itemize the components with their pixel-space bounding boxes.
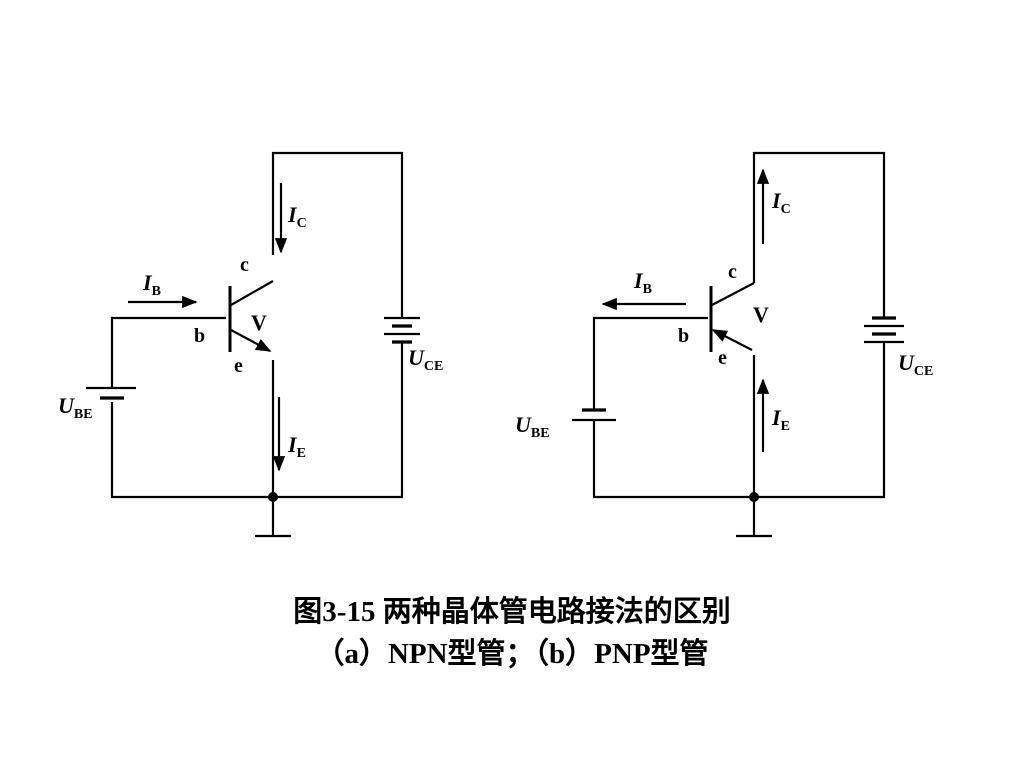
label-ic-b: IC [771,188,791,217]
battery-uce-a [384,316,420,344]
return-wire-a [110,342,404,499]
transistor-npn [228,280,274,352]
label-c-b: c [728,261,737,283]
circuit-a-npn: IB IC IE UBE UCE c b e V [58,151,443,538]
figure-caption-title: 图3-15 两种晶体管电路接法的区别 [293,596,731,628]
label-ube-a: UBE [58,393,93,422]
label-uce-a: UCE [408,345,443,374]
label-e-a: e [234,355,243,377]
battery-ube-b [572,408,616,422]
base-wire-b [592,316,708,410]
label-ib-b: IB [633,268,652,297]
label-b-b: b [678,325,689,347]
label-v-a: V [251,310,267,335]
collector-wire-b [752,151,886,318]
transistor-pnp [709,282,755,352]
label-v-b: V [753,302,769,327]
label-c-a: c [240,254,249,276]
return-wire-b [592,342,886,499]
base-wire-a [110,316,226,388]
figure-caption-subtitle: （a）NPN型管；（b）PNP型管 [315,638,709,670]
label-ic-a: IC [287,202,307,231]
label-ie-a: IE [287,432,306,461]
emitter-arrow-in [711,329,753,351]
battery-ube-a [86,386,136,400]
battery-uce-b [864,316,904,344]
label-uce-b: UCE [898,350,933,379]
label-ie-b: IE [771,405,790,434]
label-e-b: e [718,347,727,369]
emitter-arrow-out [230,329,272,352]
label-ube-b: UBE [515,412,550,441]
circuit-b-pnp: IB IC IE UBE UCE c b e V [515,151,933,538]
label-ib-a: IB [142,270,161,299]
label-b-a: b [194,325,205,347]
collector-wire-a [271,151,404,318]
